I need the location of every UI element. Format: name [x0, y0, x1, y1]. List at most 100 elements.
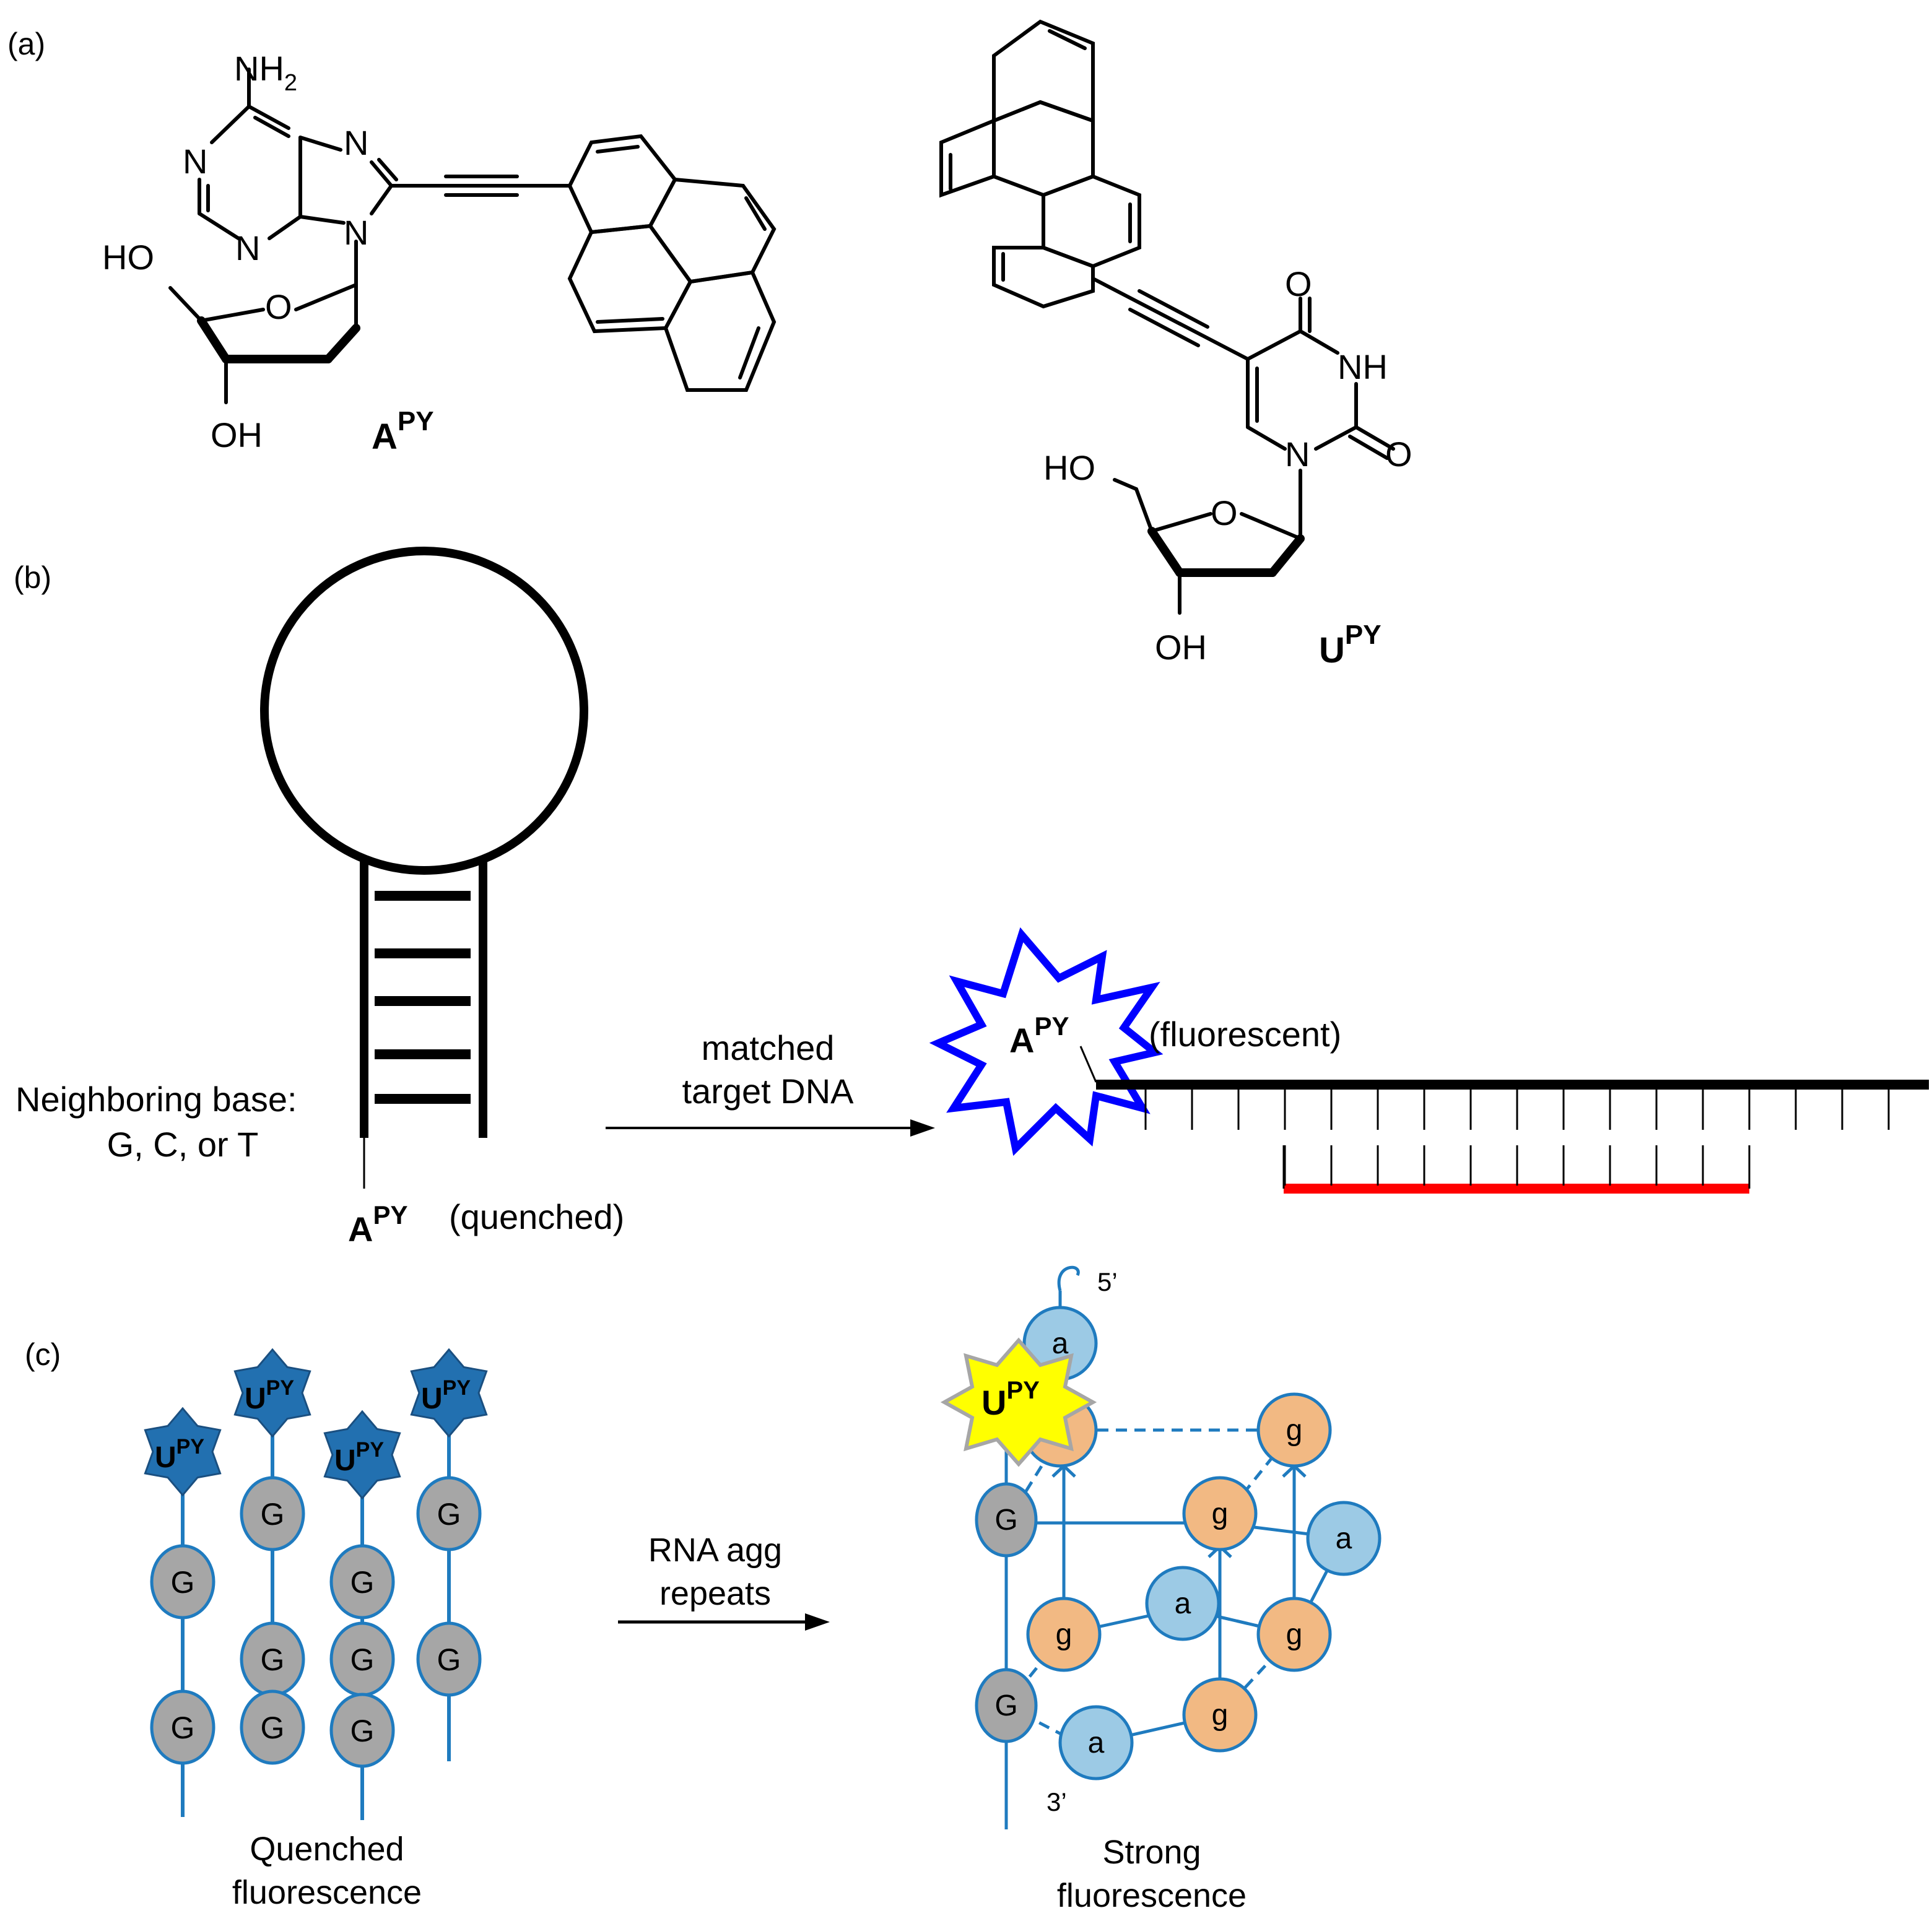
g-base-node-label: g: [1286, 1618, 1303, 1651]
g-base: [329, 1693, 395, 1768]
g-base-label: G: [171, 1711, 195, 1745]
bond: [1138, 289, 1209, 329]
bond: [1348, 435, 1389, 460]
ring: [992, 246, 1095, 309]
bond: [1150, 512, 1212, 533]
apy-ring-o-label: O: [265, 287, 292, 326]
g-base-label: G: [171, 1565, 195, 1600]
apy-n1-label: N: [183, 142, 207, 181]
apy-atom-labels: NH2 N N N N HO O OH APY: [102, 49, 434, 457]
bond: [298, 215, 346, 225]
bond: [1134, 487, 1154, 533]
g-base-node: [1256, 1392, 1332, 1468]
g-base-node: [1026, 1597, 1102, 1672]
upy-atom-labels: O NH O N HO O OH UPY: [1043, 264, 1412, 670]
burst-apy-label: APY: [1009, 1012, 1069, 1060]
hbond: [1005, 1704, 1085, 1748]
bond: [1048, 29, 1087, 50]
G-base-node: [975, 1668, 1038, 1743]
g-base-node: [1182, 1677, 1258, 1753]
panel-a-label: (a): [7, 27, 45, 61]
a-base-node-label: a: [1088, 1727, 1105, 1759]
upy-ring-o-label: O: [1211, 493, 1238, 532]
apy-structure: [168, 67, 777, 404]
G-base-node: [975, 1482, 1038, 1558]
arrow-c: [618, 1613, 830, 1631]
g-base: [240, 1476, 305, 1551]
apy-n7-label: N: [344, 123, 368, 162]
apy-n9-label: N: [344, 213, 368, 252]
g-base: [150, 1689, 215, 1765]
arrow-b-label-line1: matched: [702, 1028, 835, 1067]
quenched-label-line1: Quenched: [250, 1831, 404, 1868]
ring: [567, 134, 677, 235]
upy-star: [410, 1348, 488, 1438]
a-base-node-label: a: [1052, 1327, 1069, 1360]
g-base-label: G: [261, 1497, 285, 1532]
bond: [1091, 277, 1250, 361]
a-base-node: [1058, 1705, 1134, 1780]
bond: [294, 283, 358, 311]
bond: [370, 184, 393, 215]
molecular-beacon: [260, 547, 588, 1189]
bond: [1314, 425, 1358, 451]
arrow-c-label-line1: RNA agg: [648, 1532, 782, 1569]
bond: [1246, 329, 1302, 361]
upy-star-label: UPY: [155, 1435, 204, 1474]
bond: [210, 105, 251, 144]
g-base-label: G: [261, 1711, 285, 1745]
g-base-node-label: g: [1056, 1618, 1073, 1651]
upy-n1-label: N: [1285, 435, 1310, 474]
g-base: [150, 1544, 215, 1620]
g-base-node: [1182, 1476, 1258, 1551]
duplex-ticks: [1144, 1090, 1890, 1186]
upy-o2-label: O: [1385, 435, 1412, 474]
apy-oh-label: OH: [211, 415, 263, 454]
bond: [199, 308, 265, 323]
ring: [992, 19, 1095, 124]
panel-c-label: (c): [25, 1337, 61, 1372]
bond: [744, 196, 767, 231]
g-base-node-label: g: [1212, 1498, 1229, 1530]
a-base-node-label: a: [1336, 1522, 1352, 1555]
bond: [1354, 425, 1395, 451]
arrow-b-head: [910, 1119, 935, 1137]
ring: [663, 270, 777, 392]
bond: [370, 160, 393, 188]
g-base-node-label: g: [1212, 1699, 1229, 1732]
fluorescence-burst: [929, 927, 1164, 1156]
bond: [377, 158, 398, 181]
neighbor-base-label-line1: Neighboring base:: [15, 1080, 297, 1119]
bond: [324, 324, 360, 363]
g-base-node: [1256, 1597, 1332, 1672]
bond: [298, 136, 342, 152]
hybrid-duplex: [1096, 1080, 1929, 1194]
quenched-label: (quenched): [449, 1197, 624, 1236]
bond: [738, 326, 760, 379]
upy-star: [323, 1410, 401, 1500]
upy-structure: [939, 19, 1395, 615]
G-base-node-label: G: [994, 1689, 1017, 1722]
strand-5prime-tail: [1057, 1265, 1080, 1291]
upy-star-label: UPY: [245, 1376, 294, 1415]
quenched-label-line2: fluorescence: [232, 1874, 422, 1911]
g-base-label: G: [437, 1642, 461, 1677]
upy-star-label: UPY: [334, 1438, 384, 1477]
upy-star-label: UPY: [421, 1376, 471, 1415]
strong-label-line2: fluorescence: [1057, 1877, 1247, 1914]
apy-name-label: APY: [372, 406, 434, 457]
fluorescent-label: (fluorescent): [1149, 1015, 1341, 1054]
bond: [197, 316, 230, 363]
beacon-loop: [260, 547, 588, 875]
upy-o4-label: O: [1285, 264, 1312, 303]
bond: [1268, 534, 1305, 577]
upy-glow-label: UPY: [981, 1377, 1040, 1422]
g-base-label: G: [350, 1714, 375, 1748]
arrow-c-head: [805, 1613, 830, 1631]
apy-ho-label: HO: [102, 238, 154, 277]
bond: [1147, 527, 1184, 577]
